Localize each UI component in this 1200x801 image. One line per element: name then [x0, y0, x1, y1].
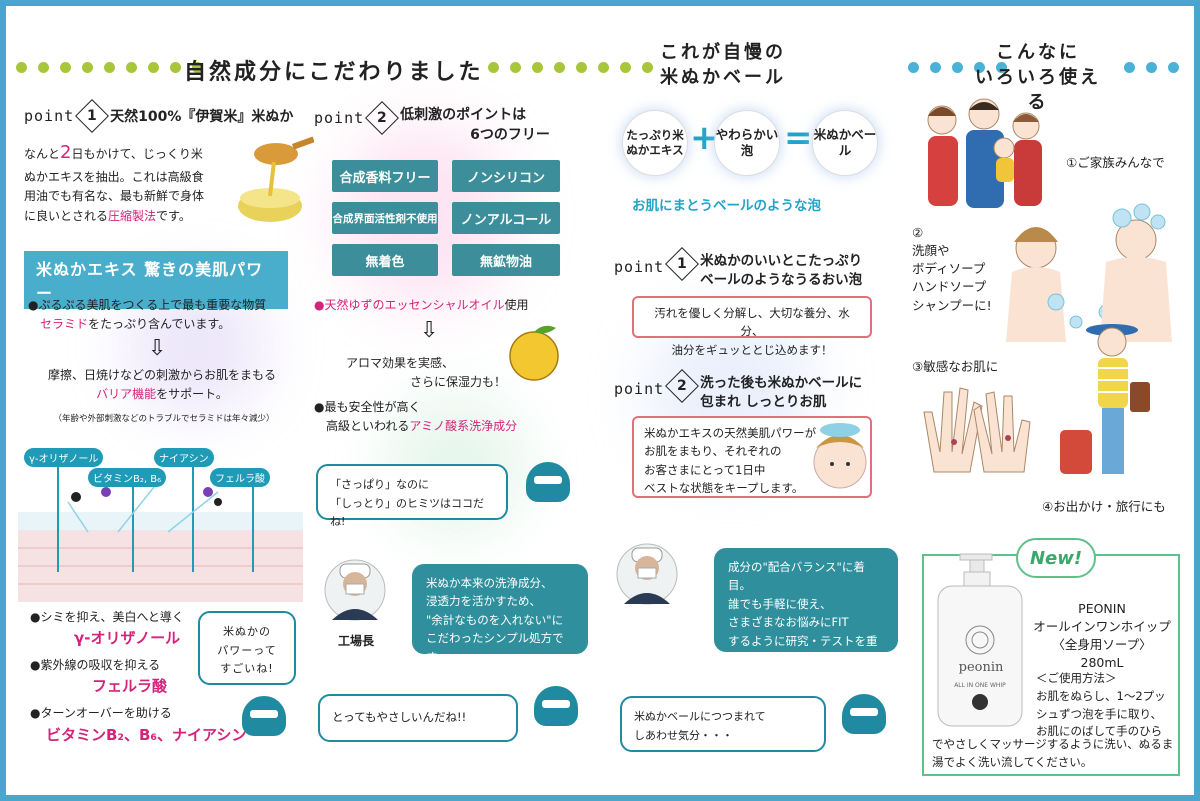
tag-oryzanol: γ-オリザノール — [24, 448, 104, 467]
free-badge: ノンシリコン — [452, 160, 560, 192]
product-name: オールインワンホイップ — [1033, 619, 1171, 635]
point-number-badge: 2 — [365, 101, 400, 135]
free-badge: 無着色 — [332, 244, 438, 276]
col3-point1-heading: point 1 米ぬかのいいとこたっぷりベールのようなうるおい泡 — [614, 247, 863, 290]
washing-illustration — [1006, 203, 1172, 342]
brand-name: PEONIN — [1078, 601, 1126, 616]
new-badge: New! — [1016, 538, 1096, 578]
benefit-item: ●ターンオーバーを助ける — [30, 706, 172, 721]
benefit-list: ●シミを抑え、美白へと導く γ-オリザノール ●紫外線の吸収を抑える フェルラ酸… — [30, 608, 246, 745]
ceramide-note: （年齢や外部刺激などのトラブルでセラミドは年々減少） — [53, 414, 275, 424]
factory-manager-photo — [324, 559, 386, 621]
tag-ferulic-acid: フェルラ酸 — [210, 468, 270, 487]
product-volume: 280mL — [1080, 655, 1124, 671]
point-title: 米ぬかのいいとこたっぷりベールのようなうるおい泡 — [700, 253, 863, 288]
point-label: point — [24, 107, 75, 125]
point1-title: 天然100%『伊賀米』米ぬか — [110, 109, 294, 125]
product-subtitle: 〈全身用ソープ〉 — [1052, 637, 1152, 653]
use-sensitive: ③敏感なお肌に — [912, 359, 999, 374]
rice-bran-oil-illustration — [238, 136, 314, 222]
dot-divider — [488, 62, 653, 73]
soft-foam-circle: やわらかい泡 — [714, 110, 780, 176]
point2-title: 低刺激のポイントは 6つのフリー — [400, 107, 550, 143]
benefit-item: ●シミを抑え、美白へと導く — [30, 610, 184, 624]
speech-bubble: 米ぬかベールにつつまれてしあわせ気分・・・ — [620, 696, 826, 752]
point-number-badge: 1 — [75, 99, 110, 133]
point-title: 洗った後も米ぬかベールに包まれ しっとりお肌 — [700, 375, 863, 410]
speech-bubble: とってもやさしいんだね!! — [318, 694, 518, 742]
point1-description: 汚れを優しく分解し、大切な養分、水分、油分をギュッととじ込めます！ — [632, 296, 872, 357]
dot-divider — [16, 62, 203, 73]
barrier-text: 摩擦、日焼けなどの刺激からお肌をまもる バリア機能をサポート。 — [47, 368, 276, 402]
benefit-ingredient: フェルラ酸 — [92, 677, 168, 696]
skin-layer-diagram — [18, 464, 303, 602]
usage-instructions: ＜ご使用方法＞ お肌をぬらし、1〜2プッ シュずつ泡を手に取り、 お肌にのばして… — [1036, 671, 1166, 739]
speech-bubble: 「さっぱり」なのに「しっとり」のヒミツはココだね! — [316, 464, 508, 528]
mascot-icon — [842, 694, 886, 734]
point-number-badge: 2 — [665, 369, 700, 403]
free-badge: ノンアルコール — [452, 202, 560, 234]
bottle-label: ALL IN ONE WHIP — [954, 682, 1006, 689]
free-badge: 無鉱物油 — [452, 244, 560, 276]
family-illustration — [927, 98, 1042, 208]
point-number-badge: 1 — [665, 247, 700, 281]
product-bottle — [937, 553, 1023, 727]
point2-heading: point 2 低刺激のポイントは 6つのフリー — [314, 101, 550, 145]
traveler-illustration — [1060, 324, 1150, 474]
bottle-logo: peonin — [958, 660, 1004, 675]
tag-vitamin-b: ビタミンB₂, B₆ — [88, 468, 167, 487]
mascot-icon — [242, 696, 286, 736]
rice-bran-veil-circle: 米ぬかベール — [812, 110, 878, 176]
col3-point2-heading: point 2 洗った後も米ぬかベールに包まれ しっとりお肌 — [614, 369, 863, 412]
point1-heading: point 1 天然100%『伊賀米』米ぬか — [24, 99, 294, 133]
researcher-photo — [616, 543, 678, 605]
rice-bran-extract-circle: たっぷり米ぬかエキス — [622, 110, 688, 176]
yuzu-text: ●天然ゆずのエッセンシャルオイル使用 — [314, 298, 529, 312]
staff-label: 工場長 — [338, 634, 375, 648]
foam-caption: お肌にまとうベールのような泡 — [632, 198, 821, 214]
equals-icon: = — [784, 118, 813, 158]
use-travel: ④お出かけ・旅行にも — [1042, 499, 1166, 514]
dot-divider — [908, 62, 1007, 73]
col1-title: 自然成分にこだわりました — [184, 60, 484, 85]
mascot-icon — [526, 462, 570, 502]
benefit-ingredient: γ-オリザノール — [74, 629, 181, 648]
use-family: ①ご家族みんなで — [1066, 155, 1165, 170]
yuzu-illustration — [509, 325, 559, 381]
usage-instructions-cont: でやさしくマッサージするように洗い、ぬるま 湯でよく洗い流してください。 — [932, 737, 1174, 769]
free-badge: 合成界面活性剤不使用 — [332, 202, 438, 234]
free-badge: 合成香料フリー — [332, 160, 438, 192]
woman-face-illustration — [813, 423, 867, 489]
mascot-icon — [534, 686, 578, 726]
col4-title: こんなにいろいろ使える — [975, 42, 1101, 114]
benefit-ingredient: ビタミンB₂、B₆、ナイアシン — [46, 725, 247, 744]
product-info: PEONIN オールインワンホイップ 〈全身用ソープ〉 280mL — [1030, 600, 1174, 673]
dot-divider — [1124, 62, 1179, 73]
section-band: 米ぬかエキス 驚きの美肌パワー — [24, 251, 288, 309]
tag-niacin: ナイアシン — [154, 448, 214, 467]
amino-acid-text: ●最も安全性が高く 高級といわれるアミノ酸系洗浄成分 — [314, 400, 518, 434]
mascot-speech-bubble: 米ぬかのパワーってすごいね! — [198, 611, 296, 685]
aroma-text: アロマ効果を実感、 さらに保湿力も！ — [346, 356, 506, 390]
plus-icon: + — [690, 118, 719, 158]
benefit-item: ●紫外線の吸収を抑える — [30, 658, 161, 673]
down-arrow-icon: ⇩ — [420, 318, 439, 343]
point1-body: なんと2日もかけて、じっくり米 ぬかエキスを抽出。これは高級食 用油でも有名な、… — [24, 142, 205, 224]
col3-title: これが自慢の米ぬかベール — [660, 42, 786, 89]
ceramide-text: ●ぷるぷる美肌をつくる上で最も重要な物質 セラミドをたっぷり含んでいます。 — [28, 298, 267, 332]
manager-comment: 米ぬか本来の洗浄成分、浸透力を活かすため、"余計なものを入れない"にこだわったシ… — [412, 564, 588, 664]
down-arrow-icon: ⇩ — [148, 336, 167, 361]
hands-illustration — [923, 387, 1031, 473]
